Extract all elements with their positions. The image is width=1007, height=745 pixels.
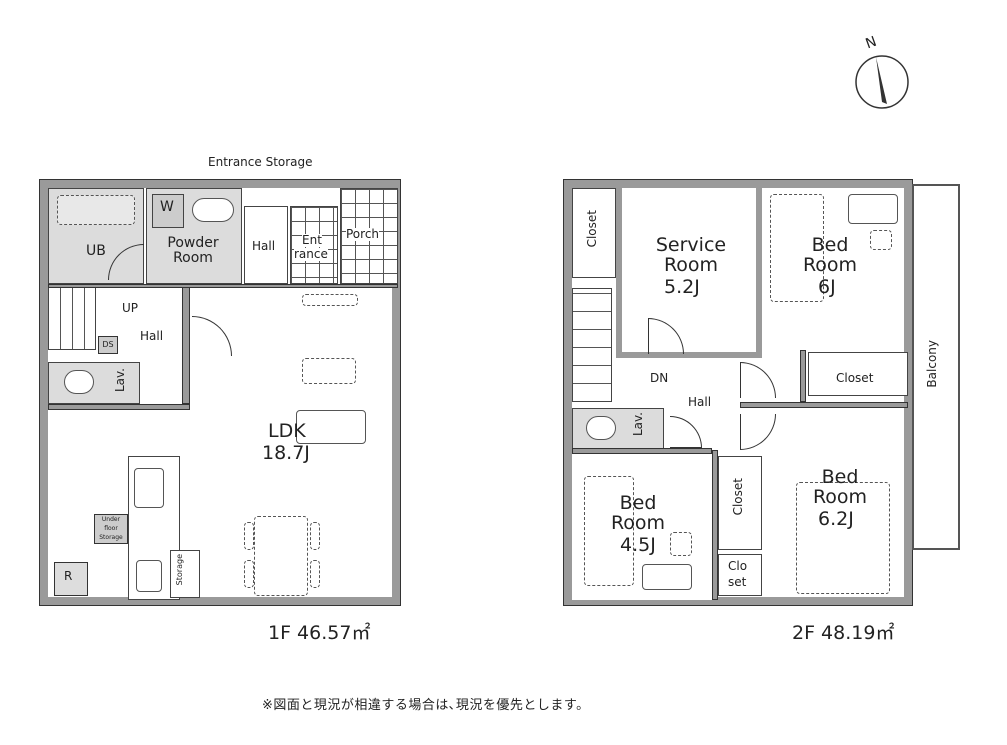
label-bedroom-se: Bed Room: [812, 466, 868, 508]
compass: N: [852, 34, 912, 112]
label-closet-small-1: Clo: [728, 559, 748, 573]
label-bedroom-ne: Bed Room: [802, 234, 858, 276]
desk-ne: [848, 194, 898, 224]
label-washer: W: [160, 199, 174, 215]
balcony: [912, 184, 960, 550]
label-balcony: Balcony: [925, 340, 939, 388]
closet-ne: [808, 352, 908, 396]
bed-sw: [584, 476, 634, 586]
room-service: [616, 188, 762, 358]
duct-space: DS: [98, 336, 118, 354]
chair-4: [310, 560, 320, 588]
label-porch: Porch: [346, 227, 380, 241]
label-unit-bath: UB: [86, 243, 106, 259]
dining-table: [254, 516, 308, 596]
washer: [152, 194, 184, 228]
tv-unit: [302, 294, 358, 306]
stairs-1f: [48, 286, 96, 350]
cooktop: [136, 560, 162, 592]
inner-wall: [800, 350, 806, 402]
sofa: [296, 410, 366, 444]
inner-wall: [572, 448, 712, 454]
bed-ne: [770, 194, 824, 302]
closet-top-left: [572, 188, 616, 278]
wash-basin: [192, 198, 234, 222]
low-table: [302, 358, 356, 384]
label-bedroom-ne-size: 6J: [818, 276, 836, 298]
label-entrance-1: Ent: [302, 233, 322, 247]
label-powder-room: Powder Room: [167, 235, 219, 266]
chair-sw: [670, 532, 692, 556]
inner-wall: [182, 284, 190, 404]
floor-plan-2f: Balcony Closet Service Room 5.2J Bed Roo…: [563, 179, 964, 610]
bathtub: [57, 195, 135, 225]
area-label-1f: 1F 46.57㎡: [268, 622, 371, 644]
refrigerator: [54, 562, 88, 596]
label-closet-small-2: set: [728, 575, 747, 589]
inner-wall: [712, 450, 718, 600]
label-bedroom-se-size: 6.2J: [818, 508, 854, 530]
chair-3: [310, 522, 320, 550]
area-label-2f: 2F 48.19㎡: [792, 622, 895, 644]
sink: [134, 468, 164, 508]
footer-disclaimer: ※図面と現況が相違する場合は､現況を優先とします。: [262, 698, 590, 713]
label-service-room-size: 5.2J: [664, 276, 700, 298]
label-ldk-size: 18.7J: [262, 442, 310, 464]
stairs-2f: [572, 288, 612, 402]
label-up: UP: [122, 301, 139, 315]
toilet-2f: [586, 416, 616, 440]
toilet: [64, 370, 94, 394]
label-ldk: LDK: [268, 420, 306, 442]
label-bedroom-sw-size: 4.5J: [620, 534, 656, 556]
label-entrance-storage: Entrance Storage: [208, 155, 313, 169]
inner-wall: [48, 404, 190, 410]
floor-plan-1f: UB W Powder Room Hall Entrance Storage E…: [39, 156, 401, 610]
label-bedroom-sw: Bed Room: [610, 492, 666, 534]
chair-ne: [870, 230, 892, 250]
label-hall-2f: Hall: [688, 395, 712, 409]
storage-1f: [170, 550, 200, 598]
room-hall-top: [244, 206, 288, 284]
chair-1: [244, 522, 254, 550]
label-refrigerator: R: [64, 569, 73, 583]
label-lav-2f: Lav.: [631, 412, 645, 437]
inner-wall: [48, 284, 398, 288]
label-closet-mid: Closet: [731, 478, 745, 516]
label-dn: DN: [650, 371, 669, 385]
compass-north-label: N: [863, 33, 879, 53]
desk-sw: [642, 564, 692, 590]
closet-mid: [718, 456, 762, 550]
label-hall-top: Hall: [252, 239, 276, 253]
label-storage: Storage: [175, 554, 184, 586]
under-floor-storage: Under floor Storage: [94, 514, 128, 544]
inner-wall: [740, 402, 908, 408]
chair-2: [244, 560, 254, 588]
label-lav-1f: Lav.: [113, 368, 127, 393]
closet-small: [718, 554, 762, 596]
label-closet-ne: Closet: [836, 371, 874, 385]
label-hall: Hall: [140, 329, 164, 343]
label-closet-top-left: Closet: [585, 210, 599, 248]
label-service-room: Service Room: [655, 234, 727, 276]
bed-se: [796, 482, 890, 594]
label-entrance-2: rance: [294, 247, 328, 261]
north-arrow-icon: [855, 55, 909, 109]
room-toilet-1f: [48, 362, 140, 404]
